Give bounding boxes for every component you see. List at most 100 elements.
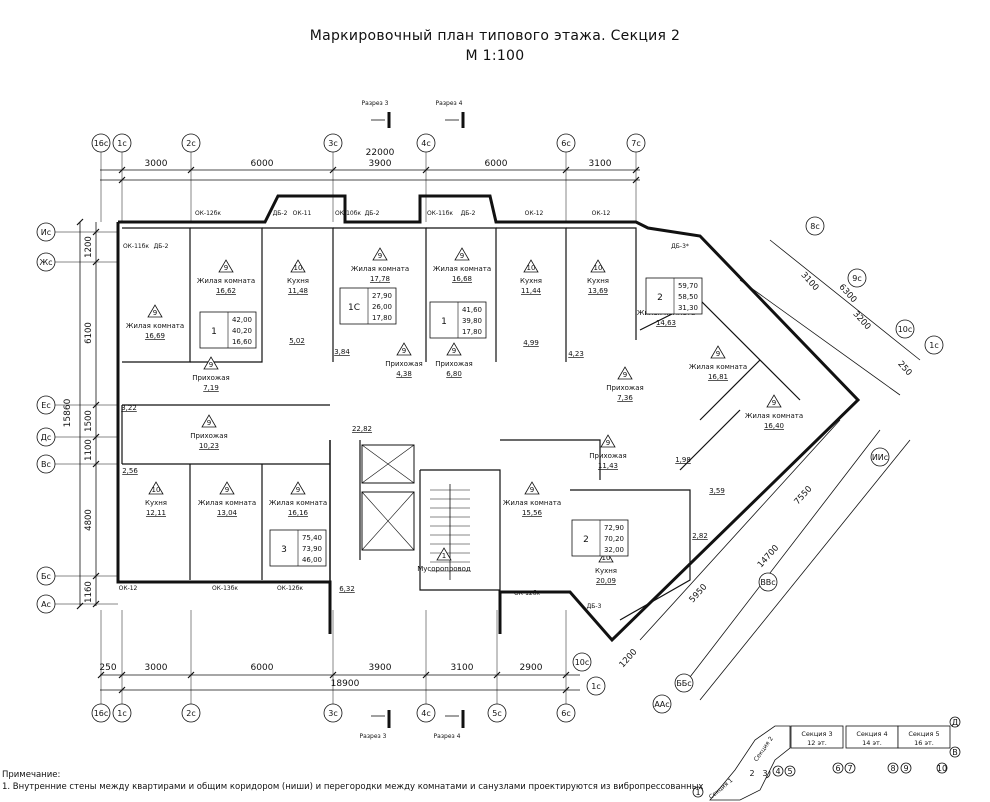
- dimension-tick: [329, 166, 337, 174]
- axis-diag-6: [674, 673, 694, 693]
- wall-unit-a: [122, 227, 191, 363]
- apartment-total-1: 27,90: [372, 292, 392, 300]
- dim-diag-5: 14700: [756, 543, 782, 570]
- room-area-18: 16,16: [288, 509, 309, 517]
- room-mark-triangle-21: [436, 547, 452, 561]
- dimension-tick: [92, 572, 100, 580]
- room-name-8: Жилая комната: [689, 363, 747, 371]
- dim-left-4: 4800: [84, 509, 94, 531]
- apartment-num-0: 1: [211, 327, 217, 337]
- apartment-num-2: 1: [441, 317, 447, 327]
- room-name-5: Кухня: [520, 277, 542, 285]
- keyplan-block-name-0: Секция 3: [801, 730, 832, 738]
- room-mark-triangle-5: [523, 259, 539, 273]
- room-mark-triangle-14: [201, 414, 217, 428]
- dimension-tick: [92, 600, 100, 608]
- apartment-rooms-1: 17,80: [372, 314, 392, 322]
- room-area-16: 12,11: [146, 509, 166, 517]
- small-area-1: 3,84: [334, 348, 350, 356]
- room-area-15: 11,43: [598, 462, 618, 470]
- dim-left-5: 1160: [84, 581, 94, 603]
- dimension-tick: [562, 671, 570, 679]
- window-mark-9: ОК-12: [525, 210, 544, 217]
- dim-bottom-0: 250: [99, 663, 116, 673]
- room-name-20: Кухня: [595, 567, 617, 575]
- room-name-12: Прихожая: [435, 360, 473, 368]
- keyplan-axis-4: [784, 765, 796, 777]
- room-mark-triangle-17: [219, 481, 235, 495]
- window-mark-16: ДБ-3: [587, 603, 602, 610]
- dimension-tick: [118, 686, 126, 694]
- keyplan-axis-9: [936, 762, 948, 774]
- room-mark-0: 9: [153, 309, 157, 317]
- room-mark-5: 10: [527, 264, 536, 272]
- dimension-tick: [92, 401, 100, 409]
- axis-diag-8: [572, 652, 592, 672]
- dimension-tick: [632, 176, 640, 184]
- room-area-6: 13,69: [588, 287, 608, 295]
- keyplan-axis-5-label: 6: [835, 764, 840, 773]
- room-name-16: Кухня: [145, 499, 167, 507]
- wall-unit-b: [190, 227, 263, 363]
- apartment-total-5: 72,90: [604, 524, 624, 532]
- window-mark-5: ОК-10бк: [335, 210, 361, 217]
- dim-bottom-5: 2900: [520, 663, 543, 673]
- dimension-tick: [118, 671, 126, 679]
- room-name-10: Прихожая: [192, 374, 230, 382]
- room-mark-18: 9: [296, 486, 300, 494]
- room-mark-triangle-16: [148, 481, 164, 495]
- axis-left-3-label: Дс: [41, 433, 52, 442]
- dim-top-4: 3100: [589, 159, 612, 169]
- section-label-top-0: Разрез 3: [362, 100, 389, 107]
- outer-wall-main: [118, 194, 861, 643]
- dim-diag-1: [769, 239, 921, 361]
- dimension-tick: [187, 166, 195, 174]
- window-mark-4: ОК-11: [293, 210, 312, 217]
- dim-left-2: 1500: [84, 410, 94, 432]
- keyplan-axis-9-label: 10: [937, 764, 947, 773]
- keyplan-axis-8-label: 9: [903, 764, 908, 773]
- room-name-17: Жилая комната: [198, 499, 256, 507]
- axis-diag-1: [847, 268, 867, 288]
- room-name-4: Жилая комната: [433, 265, 491, 273]
- wall-wing-2: [699, 359, 761, 421]
- dimension-tick: [92, 228, 100, 236]
- stair-core: [419, 469, 501, 591]
- apartment-living-2: 39,80: [462, 317, 482, 325]
- window-mark-8: ДБ-2: [461, 210, 476, 217]
- axis-diag-2-label: 10с: [898, 325, 913, 334]
- axis-diag-0: [805, 216, 825, 236]
- room-area-7: 14,63: [656, 319, 676, 327]
- dimension-tick: [422, 671, 430, 679]
- room-name-19: Жилая комната: [503, 499, 561, 507]
- axis-diag-5: [758, 572, 778, 592]
- dim-left-3: 1100: [84, 439, 94, 461]
- room-mark-19: 9: [530, 486, 534, 494]
- window-mark-15: ОК-12бк: [514, 590, 540, 597]
- room-mark-20: 10: [602, 554, 611, 562]
- wall-east-corridor: [500, 439, 601, 480]
- room-mark-12: 9: [452, 347, 456, 355]
- room-area-0: 16,69: [145, 332, 165, 340]
- room-mark-1: 9: [224, 264, 228, 272]
- room-mark-triangle-18: [290, 481, 306, 495]
- apartment-living-5: 70,20: [604, 535, 624, 543]
- room-mark-triangle-9: [766, 394, 782, 408]
- room-mark-triangle-4: [454, 247, 470, 261]
- section-label-top-1: Разрез 4: [436, 100, 463, 107]
- dim-diag-2: 3200: [851, 309, 873, 332]
- axis-left-6-label: Ас: [41, 600, 51, 609]
- small-area-5: 2,56: [122, 467, 138, 475]
- axis-bottom-5-label: 5с: [492, 709, 502, 718]
- axis-diag-4: [870, 447, 890, 467]
- dim-left-0: 1200: [84, 236, 94, 258]
- section-label-bottom-1: Разрез 4: [434, 733, 461, 740]
- keyplan-axis-11-label: 3: [762, 769, 767, 778]
- apartment-num-5: 2: [583, 535, 589, 545]
- room-name-14: Прихожая: [190, 432, 228, 440]
- axis-diag-9-label: 1с: [591, 682, 601, 691]
- room-mark-triangle-10: [203, 356, 219, 370]
- axis-bottom-3-label: 3с: [328, 709, 338, 718]
- dim-diag-4: 7550: [793, 484, 815, 507]
